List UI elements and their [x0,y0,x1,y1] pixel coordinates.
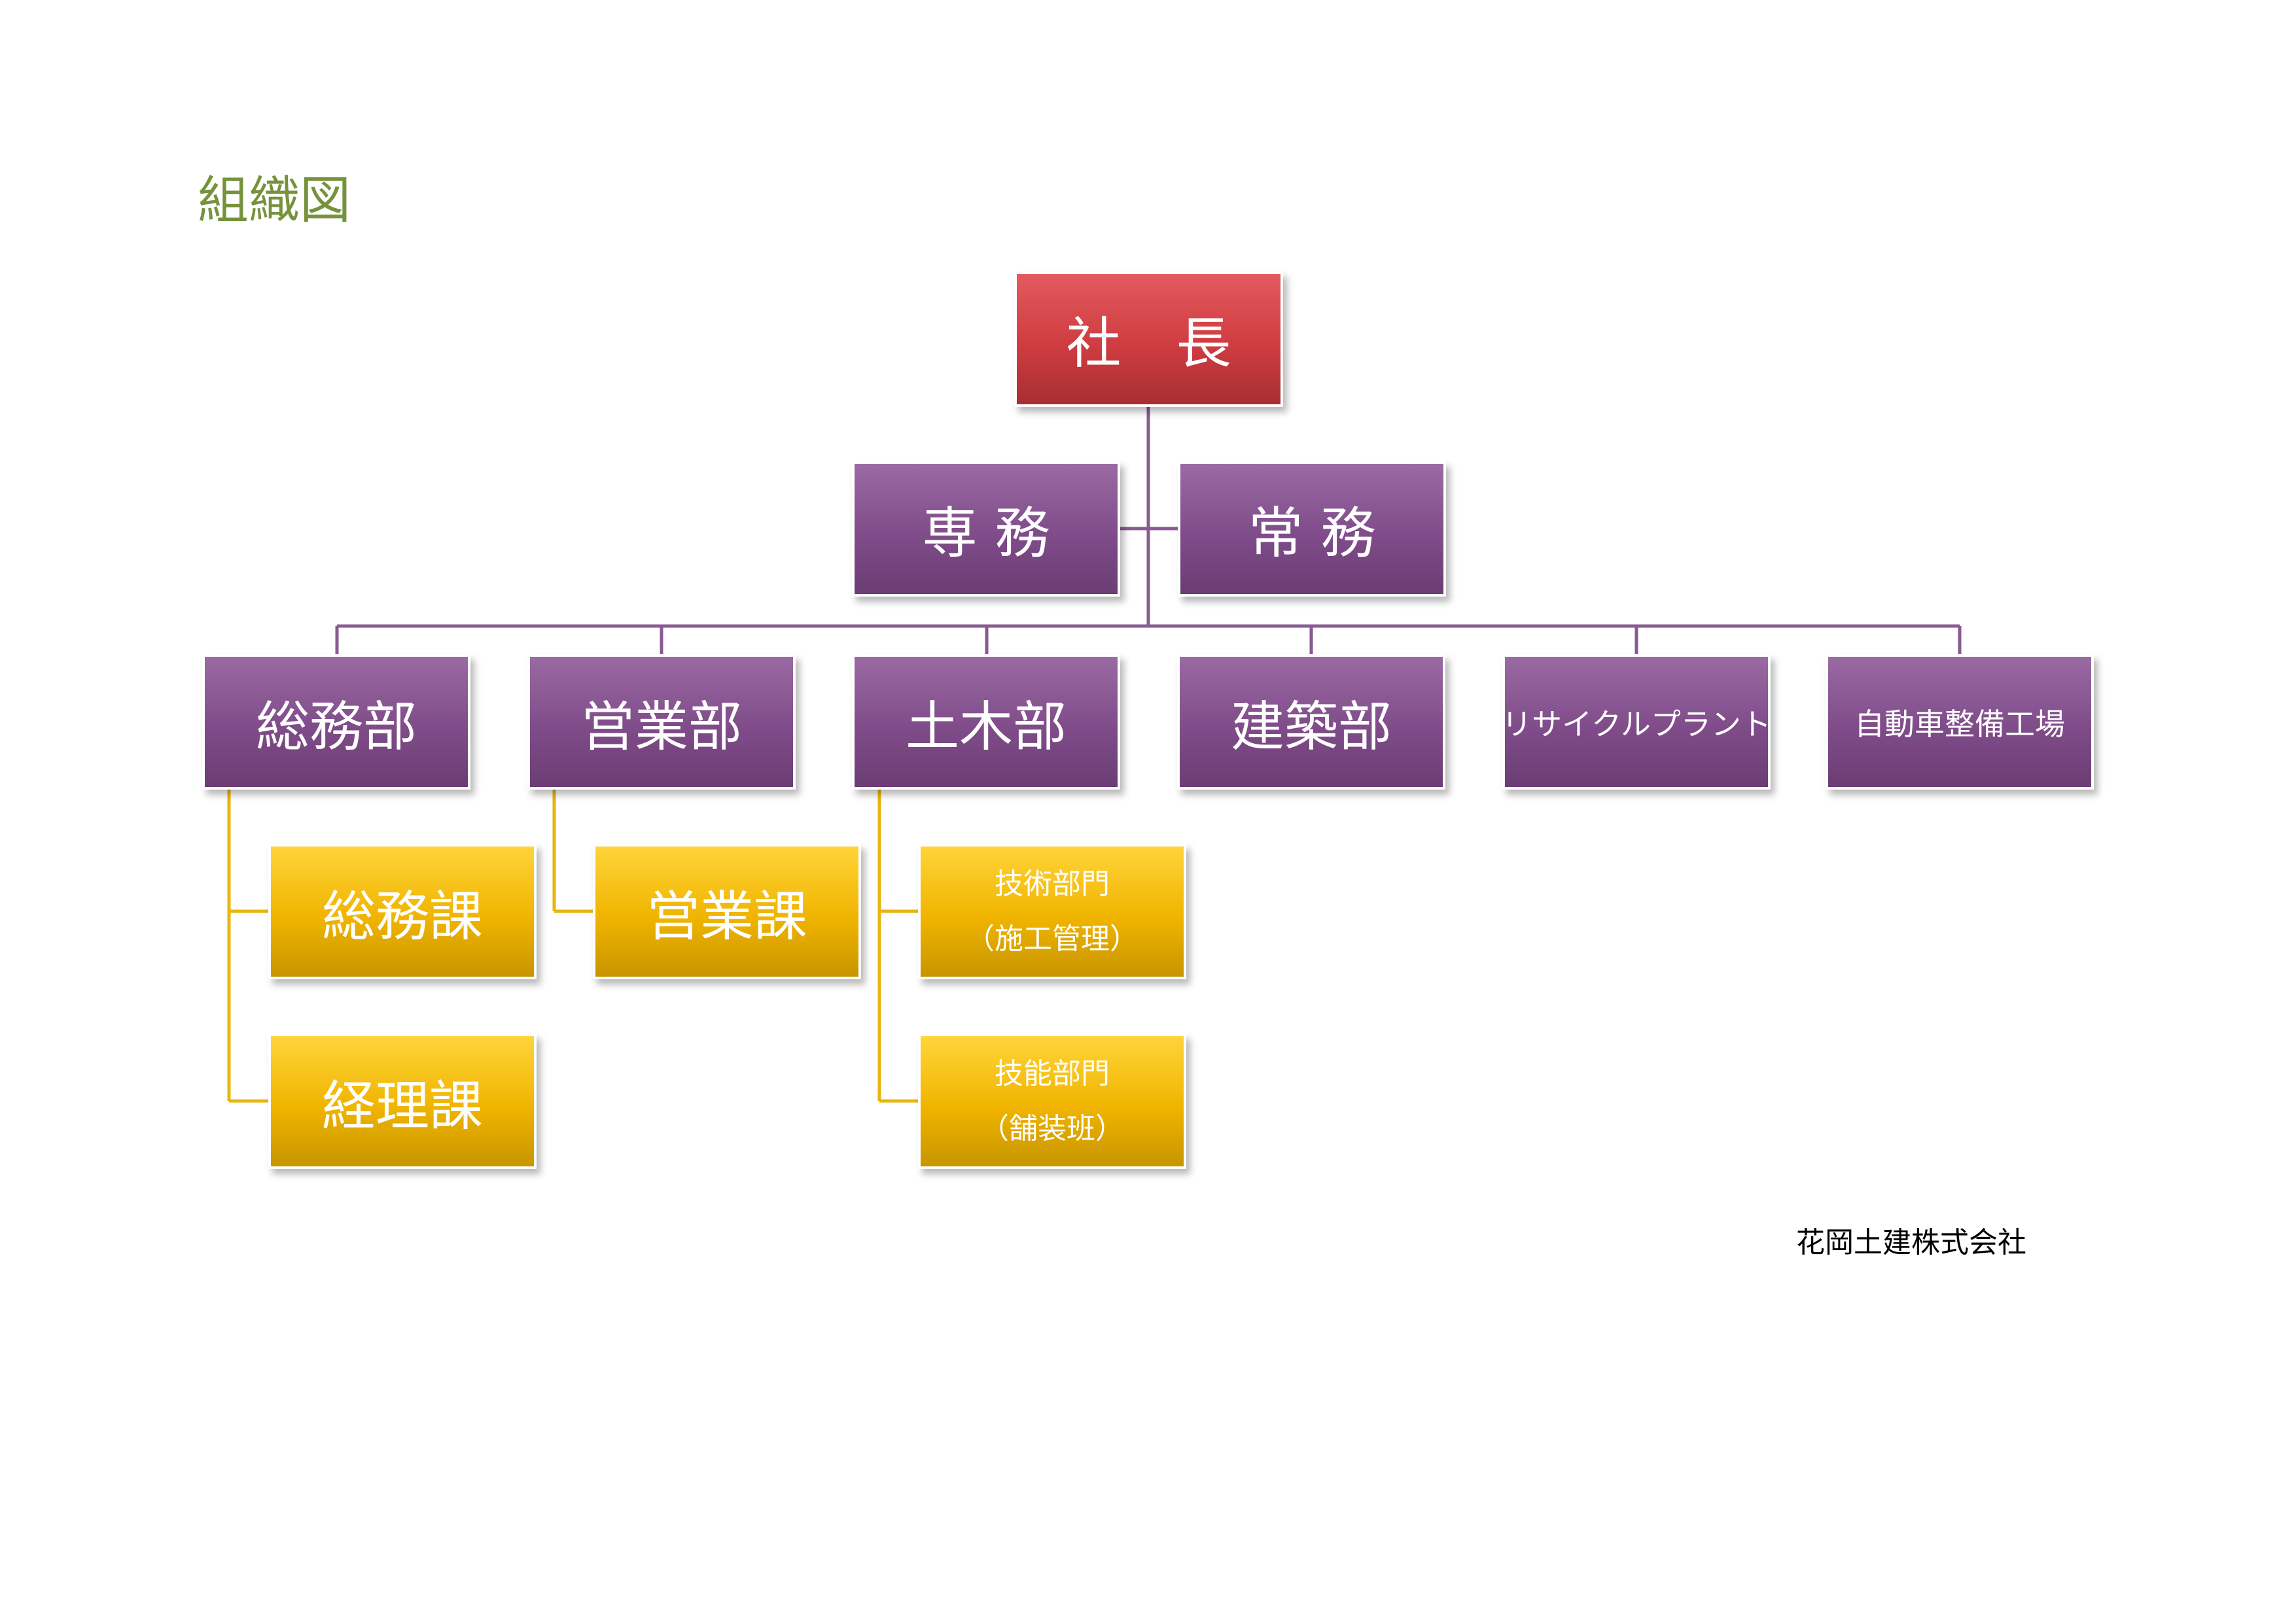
president-label: 社 長 [1066,311,1231,375]
senmu-box[interactable]: 専 務 [852,461,1120,597]
gijutsu-label-line1: 技術部門 [995,867,1110,901]
eigyoka-label: 営業課 [646,886,807,948]
gino-label-line2: （舗装班） [980,1111,1124,1145]
somuka-box[interactable]: 総務課 [268,844,537,979]
somubu-box[interactable]: 総務部 [202,654,470,790]
recycle-plant-box[interactable]: リサイクルプラント [1502,654,1771,790]
eigyoka-box[interactable]: 営業課 [593,844,861,979]
kenchikubu-label: 建築部 [1230,696,1392,758]
senmu-label: 専 務 [922,501,1050,565]
purple-connectors [335,406,1962,656]
jomu-label: 常 務 [1248,501,1376,565]
president-box[interactable]: 社 長 [1014,271,1283,407]
kenchikubu-box[interactable]: 建築部 [1177,654,1445,790]
auto-repair-label: 自動車整備工場 [1854,706,2065,742]
gino-label-line1: 技能部門 [995,1056,1110,1091]
somuka-label: 総務課 [321,886,483,948]
gijutsu-label-line2: （施工管理） [966,922,1139,956]
recycle-plant-label: リサイクルプラント [1502,706,1771,742]
jomu-box[interactable]: 常 務 [1178,461,1446,597]
keirika-box[interactable]: 経理課 [268,1034,537,1169]
dobokubu-box[interactable]: 土木部 [852,654,1120,790]
auto-repair-box[interactable]: 自動車整備工場 [1826,654,2094,790]
page-title: 組織図 [198,171,351,230]
company-name: 花岡土建株式会社 [1796,1226,2026,1259]
gino-box[interactable]: 技能部門 （舗装班） [918,1034,1186,1169]
dobokubu-label: 土木部 [905,696,1067,758]
eigyobu-box[interactable]: 営業部 [527,654,796,790]
gijutsu-box[interactable]: 技術部門 （施工管理） [918,844,1186,979]
eigyobu-label: 営業部 [580,696,742,758]
keirika-label: 経理課 [321,1075,483,1138]
gold-connectors [227,788,919,1103]
somubu-label: 総務部 [255,696,417,758]
